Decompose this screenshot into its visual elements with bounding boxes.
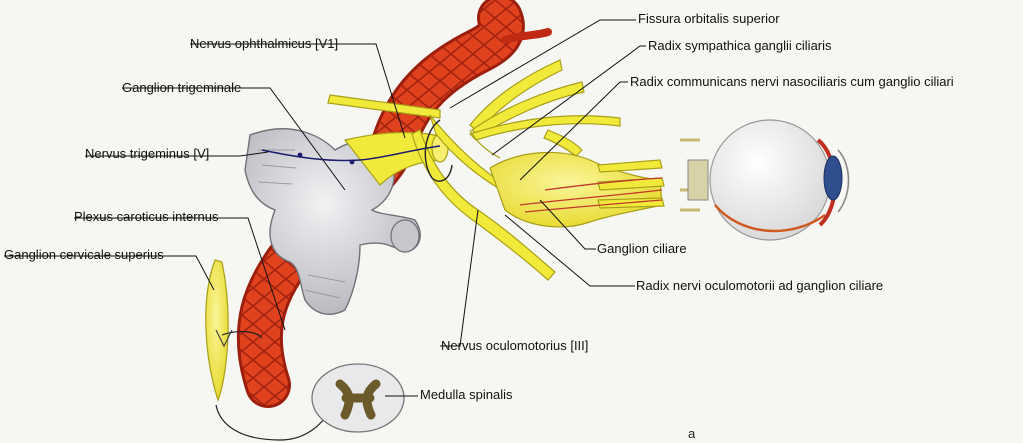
eyeball — [680, 120, 849, 240]
label-ganglion-cervicale: Ganglion cervicale superius — [4, 247, 164, 262]
label-medulla-spinalis: Medulla spinalis — [420, 387, 513, 402]
label-radix-sympathica: Radix sympathica ganglii ciliaris — [648, 38, 832, 53]
label-nervus-oculomotorius: Nervus oculomotorius [III] — [441, 338, 588, 353]
label-ganglion-trigeminale: Ganglion trigeminale — [122, 80, 241, 95]
panel-letter: a — [688, 426, 695, 441]
label-nervus-trigeminus: Nervus trigeminus [V] — [85, 146, 209, 161]
label-nervus-ophthalmicus: Nervus ophthalmicus [V1] — [190, 36, 338, 51]
spinal-cord-section — [312, 364, 404, 432]
label-fissura-orbitalis: Fissura orbitalis superior — [638, 11, 780, 26]
label-plexus-caroticus: Plexus caroticus internus — [74, 209, 219, 224]
label-ganglion-ciliare: Ganglion ciliare — [597, 241, 687, 256]
label-radix-oculomotorii: Radix nervi oculomotorii ad ganglion cil… — [636, 278, 883, 293]
label-radix-communicans: Radix communicans nervi nasociliaris cum… — [630, 74, 954, 89]
